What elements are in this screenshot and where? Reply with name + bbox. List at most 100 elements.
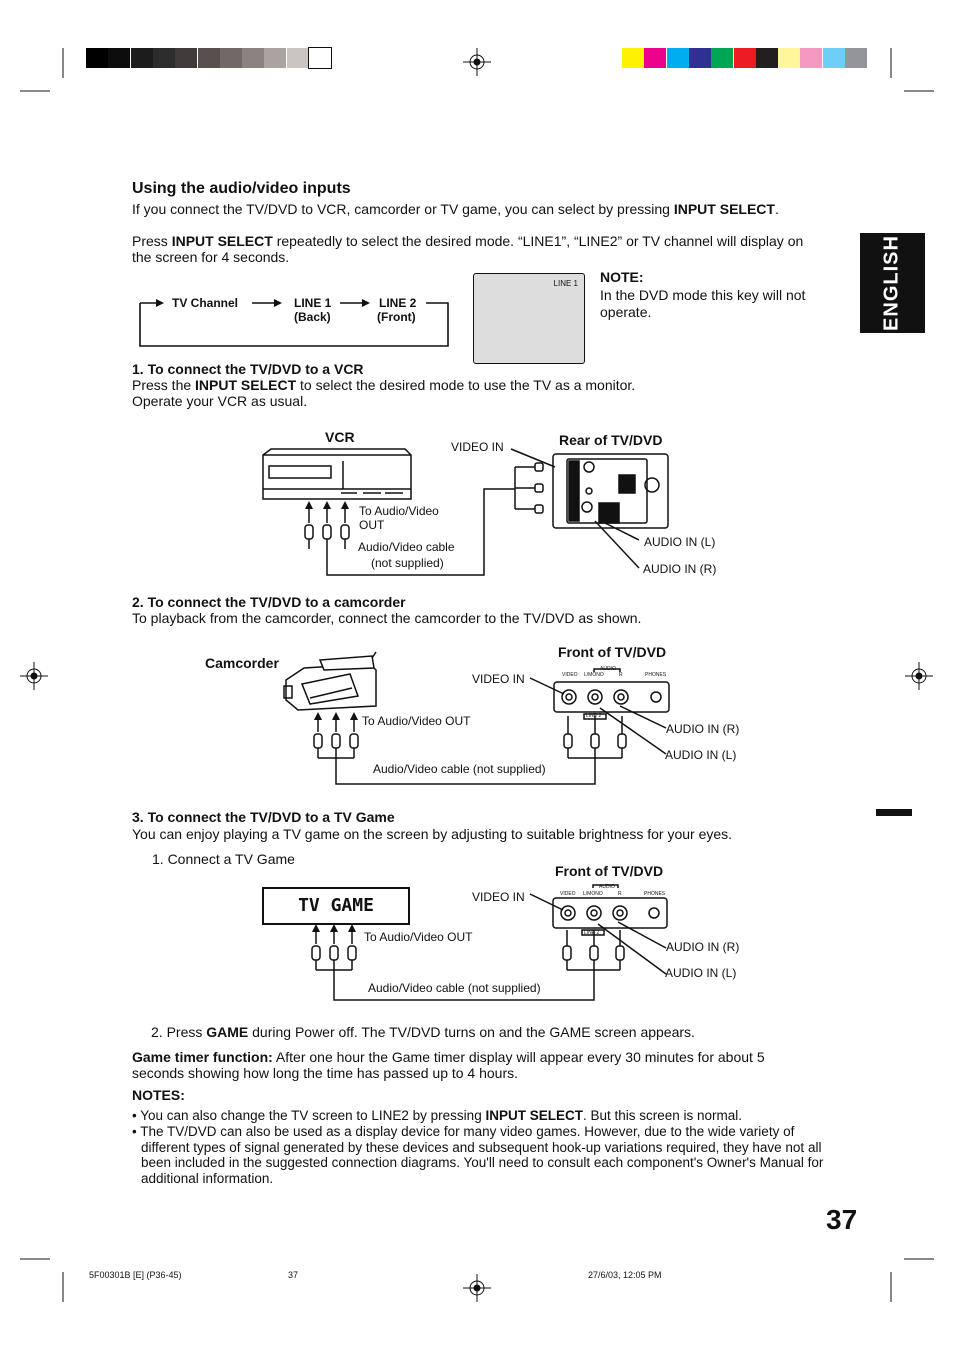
registration-mark-top [463, 48, 491, 76]
panel2-line2: LINE 2 [586, 713, 602, 719]
color-bar-swatch [711, 48, 734, 68]
color-bar-swatch [800, 48, 823, 68]
panel3-audio: AUDIO [599, 884, 615, 890]
press-paragraph: Press INPUT SELECT repeatedly to select … [132, 233, 804, 249]
note-bullet-2: • The TV/DVD can also be used as a displ… [132, 1124, 795, 1139]
language-tab: ENGLISH [860, 233, 925, 333]
input-select-flow-diagram [139, 299, 449, 347]
registration-mark-right [905, 662, 933, 690]
sec2-front-label: Front of TV/DVD [558, 644, 667, 660]
gray-bar-swatch [152, 48, 175, 68]
sec3-title: 3. To connect the TV/DVD to a TV Game [132, 809, 395, 825]
panel2-audio: AUDIO [600, 666, 616, 672]
sec1-title: 1. To connect the TV/DVD to a VCR [132, 361, 364, 377]
panel3-r: R [618, 891, 622, 897]
sec2-video-in: VIDEO IN [472, 672, 525, 686]
tv-game-connection-diagram [311, 884, 668, 1001]
press-paragraph-line2: the screen for 4 seconds. [132, 249, 290, 265]
gray-bar-swatch [286, 48, 309, 68]
panel2-r: R [619, 672, 623, 678]
color-bar-swatch [822, 48, 845, 68]
sec1-audio-r: AUDIO IN (R) [643, 562, 717, 576]
screen-preview-label: LINE 1 [553, 279, 578, 288]
sec2-cable: Audio/Video cable (not supplied) [373, 762, 546, 776]
gray-bar-swatch [219, 48, 242, 68]
sec1-line1: Press the INPUT SELECT to select the des… [132, 377, 636, 393]
sec2-audio-l: AUDIO IN (L) [665, 748, 737, 762]
panel2-phones: PHONES [645, 672, 667, 678]
sec1-video-in-label: VIDEO IN [451, 440, 504, 454]
sec2-title: 2. To connect the TV/DVD to a camcorder [132, 594, 406, 610]
flow-line2-sub: (Front) [377, 310, 416, 324]
panel2-video: VIDEO [562, 672, 578, 678]
footer-page: 37 [288, 1270, 299, 1280]
gray-bar-swatch [130, 48, 153, 68]
game-timer-line1: Game timer function: After one hour the … [132, 1049, 765, 1065]
sec3-cable: Audio/Video cable (not supplied) [368, 981, 541, 995]
sec1-audio-l: AUDIO IN (L) [644, 535, 716, 549]
camcorder-label: Camcorder [205, 655, 279, 671]
panel3-phones: PHONES [644, 891, 666, 897]
screen-preview: LINE 1 [473, 273, 585, 364]
camcorder-connection-diagram [283, 651, 670, 785]
gray-bar-swatch [264, 48, 287, 68]
intro-text: If you connect the TV/DVD to VCR, camcor… [132, 201, 779, 217]
vcr-connection-diagram [262, 448, 669, 576]
flow-line1-sub: (Back) [294, 310, 331, 324]
gray-bar-swatch [86, 48, 108, 68]
sec1-line2: Operate your VCR as usual. [132, 393, 308, 409]
notes-title: NOTES: [132, 1087, 185, 1103]
sec3-step1: 1. Connect a TV Game [152, 851, 295, 867]
color-bar-swatch [644, 48, 667, 68]
note-bullet-2-line3: been included in the suggested connectio… [141, 1155, 824, 1170]
gray-bar-swatch [242, 48, 265, 68]
footer-date: 27/6/03, 12:05 PM [588, 1270, 662, 1280]
section-title: Using the audio/video inputs [132, 180, 351, 197]
game-timer-line2: seconds showing how long the time has pa… [132, 1065, 519, 1081]
sec3-step2: 2. Press GAME during Power off. The TV/D… [151, 1024, 695, 1040]
language-tab-label: ENGLISH [880, 235, 903, 331]
note-bullet-1: • You can also change the TV screen to L… [132, 1108, 743, 1123]
color-bar-swatch [666, 48, 689, 68]
sec3-front-label: Front of TV/DVD [555, 863, 664, 879]
note-bullet-2-line4: additional information. [141, 1171, 274, 1186]
color-bar-swatch [688, 48, 711, 68]
page-number: 37 [826, 1204, 858, 1235]
note-title: NOTE: [600, 269, 644, 285]
flow-line1: LINE 1 [294, 296, 332, 310]
note-line2: operate. [600, 304, 652, 320]
gray-bar-swatch [175, 48, 198, 68]
flow-line2: LINE 2 [379, 296, 417, 310]
color-bar-swatch [845, 48, 867, 68]
panel3-lmono: L/MONO [583, 891, 603, 897]
registration-mark-left [20, 662, 48, 690]
sec3-line1: You can enjoy playing a TV game on the s… [132, 826, 733, 842]
vcr-label: VCR [325, 429, 355, 445]
sec1-to-av-out-1: To Audio/Video [359, 504, 439, 518]
sec1-cable-2: (not supplied) [371, 556, 444, 570]
registration-mark-bottom [463, 1274, 491, 1302]
tv-game-box: TV GAME [262, 887, 410, 925]
rear-tv-label: Rear of TV/DVD [559, 432, 663, 448]
footer-code: 5F00301B [E] (P36-45) [89, 1270, 182, 1280]
note-line1: In the DVD mode this key will not [600, 287, 806, 303]
gray-bar-swatch [108, 48, 131, 68]
side-marker [876, 809, 912, 816]
color-bar-swatch [778, 48, 801, 68]
sec1-to-av-out-2: OUT [359, 518, 385, 532]
panel3-video: VIDEO [560, 891, 576, 897]
color-bar-swatch [622, 48, 644, 68]
panel3-line2: LINE 2 [584, 930, 600, 936]
gray-bar-swatch [308, 47, 332, 69]
sec3-audio-r: AUDIO IN (R) [666, 940, 740, 954]
sec1-cable-1: Audio/Video cable [358, 540, 455, 554]
sec3-audio-l: AUDIO IN (L) [665, 966, 737, 980]
note-bullet-2-line2: different types of signal generated by t… [141, 1140, 822, 1155]
flow-tv-channel: TV Channel [172, 296, 239, 310]
sec3-to-av-out: To Audio/Video OUT [364, 930, 473, 944]
panel2-lmono: L/MONO [584, 672, 604, 678]
sec2-audio-r: AUDIO IN (R) [666, 722, 740, 736]
sec2-to-av-out: To Audio/Video OUT [362, 714, 471, 728]
sec2-line1: To playback from the camcorder, connect … [132, 610, 642, 626]
